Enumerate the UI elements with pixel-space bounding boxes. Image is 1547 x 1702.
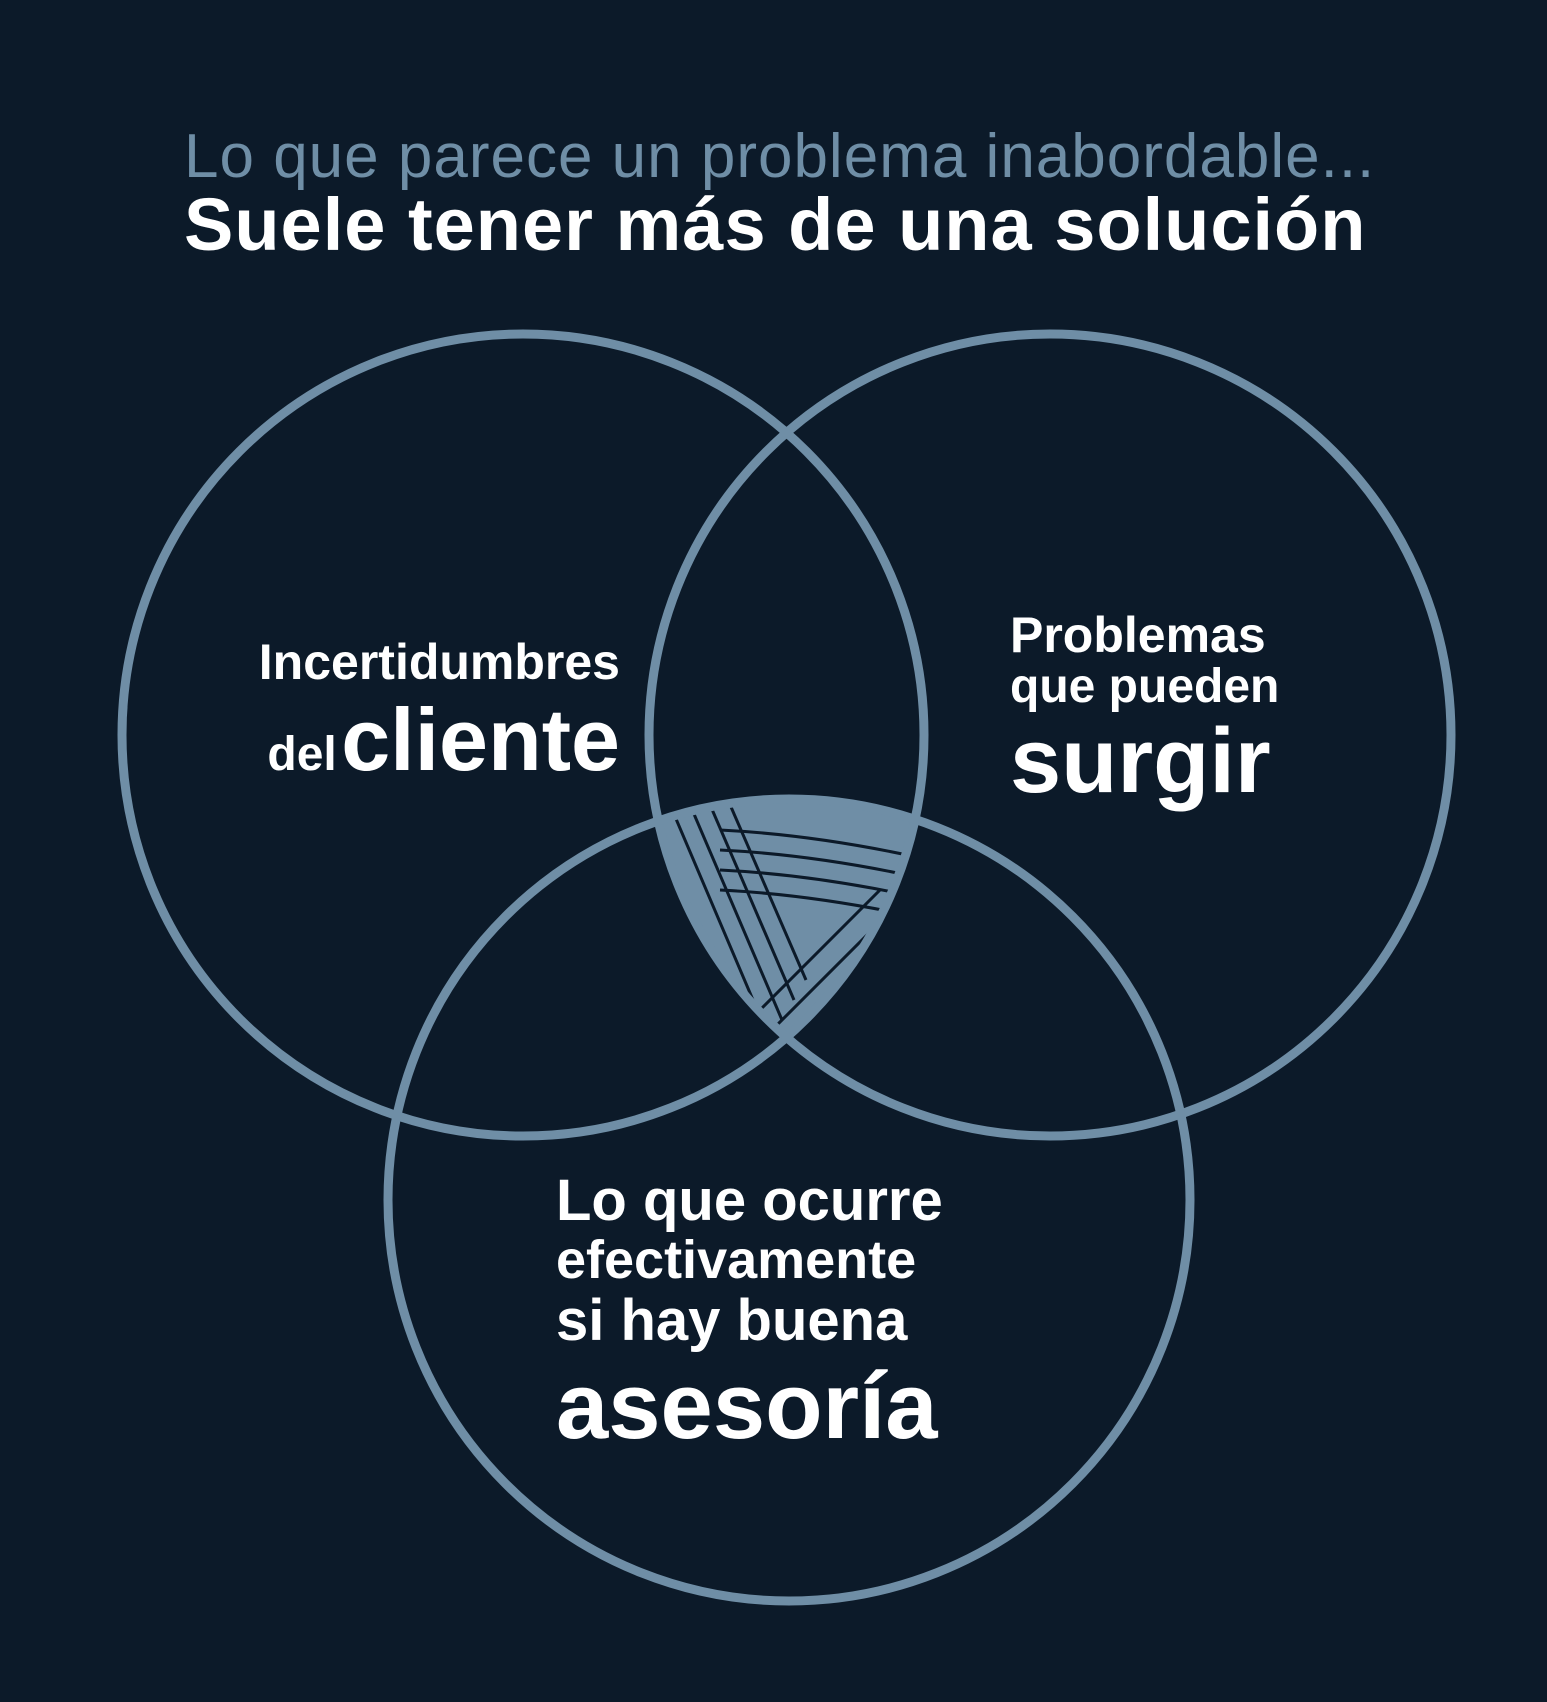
left-label-small: del — [267, 728, 337, 781]
bottom-label-line1: Lo que ocurre — [556, 1168, 943, 1233]
right-label-line3: surgir — [1010, 710, 1271, 812]
right-label-line2: que pueden — [1010, 660, 1280, 713]
bottom-circle-label: Lo que ocurre efectivamente si hay buena… — [556, 1170, 1016, 1458]
bottom-label-line2: efectivamente — [556, 1230, 917, 1290]
title: Suele tener más de una solución — [184, 183, 1367, 266]
circle-right — [644, 329, 1456, 1141]
left-label-big: cliente — [341, 690, 620, 789]
left-label-line1: Incertidumbres — [258, 634, 620, 690]
subtitle: Lo que parece un problema inabordable... — [184, 122, 1376, 191]
circle-bottom — [383, 794, 1195, 1606]
left-label-line2: del cliente — [165, 692, 620, 813]
left-circle-label: Incertidumbres del cliente — [165, 632, 620, 813]
circle-left — [117, 329, 929, 1141]
bottom-label-line4: asesoría — [556, 1353, 938, 1458]
right-circle-label: Problemas que pueden surgir — [1010, 607, 1340, 811]
right-label-line1: Problemas — [1010, 607, 1266, 663]
bottom-label-line3: si hay buena — [556, 1288, 908, 1353]
